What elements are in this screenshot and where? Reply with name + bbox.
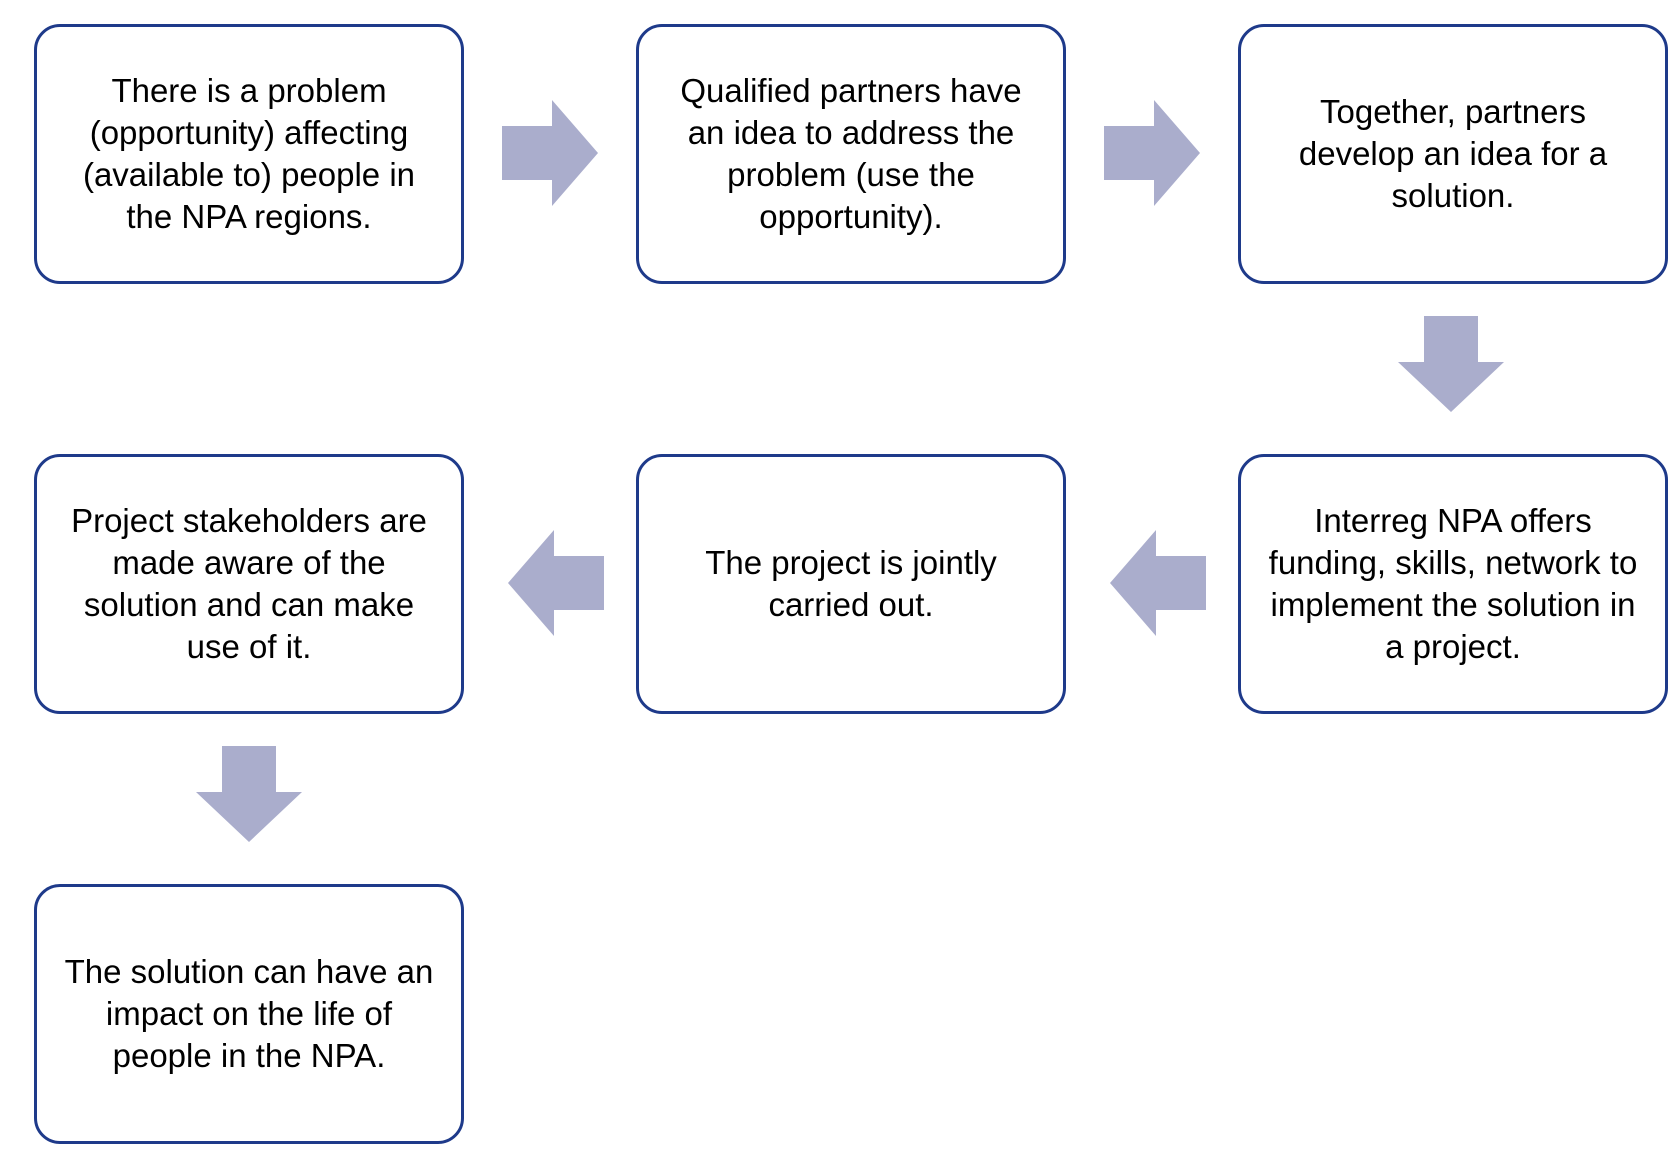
step-box-impact: The solution can have an impact on the l… — [34, 884, 464, 1144]
step-box-develop-solution: Together, partners develop an idea for a… — [1238, 24, 1668, 284]
step-text: There is a problem (opportunity) affecti… — [82, 72, 416, 235]
left-arrow-icon — [1110, 530, 1206, 636]
step-box-interreg-funding: Interreg NPA offers funding, skills, net… — [1238, 454, 1668, 714]
step-text: Project stakeholders are made aware of t… — [71, 502, 427, 665]
step-box-problem: There is a problem (opportunity) affecti… — [34, 24, 464, 284]
down-arrow-icon — [196, 746, 302, 842]
right-arrow-icon — [1104, 100, 1200, 206]
right-arrow-icon — [502, 100, 598, 206]
left-arrow-icon — [508, 530, 604, 636]
step-text: The solution can have an impact on the l… — [64, 953, 434, 1074]
step-text: The project is jointly carried out. — [705, 544, 997, 623]
step-text: Interreg NPA offers funding, skills, net… — [1268, 502, 1638, 665]
step-box-stakeholders-aware: Project stakeholders are made aware of t… — [34, 454, 464, 714]
down-arrow-icon — [1398, 316, 1504, 412]
step-box-project-carried-out: The project is jointly carried out. — [636, 454, 1066, 714]
step-box-partners-idea: Qualified partners have an idea to addre… — [636, 24, 1066, 284]
step-text: Qualified partners have an idea to addre… — [680, 72, 1022, 235]
step-text: Together, partners develop an idea for a… — [1298, 93, 1608, 214]
